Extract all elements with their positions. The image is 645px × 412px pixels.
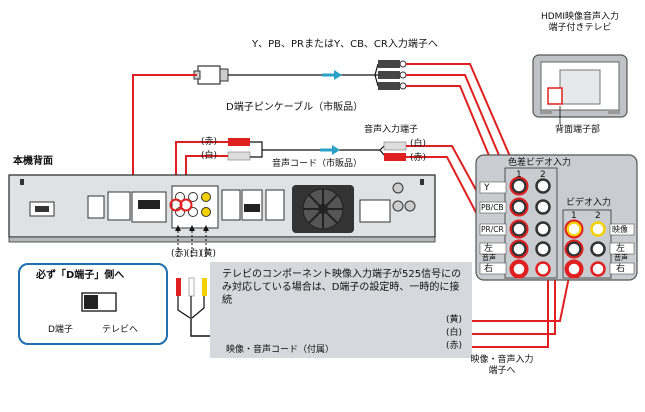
tv-input-panel — [475, 154, 638, 281]
bottom-red-label: (赤) — [446, 341, 463, 351]
d-terminal-target-label: Y、PB、PRまたはY、CB、CR入力端子へ — [252, 39, 438, 50]
video-col1: 1 — [571, 211, 577, 221]
rwy-red-label: (赤) — [171, 249, 188, 259]
rear-terminal-label: 背面端子部 — [555, 125, 601, 135]
bottom-white-label: (白) — [446, 328, 463, 338]
recorder-unit — [8, 174, 436, 243]
unit-rear-title: 本機背面 — [13, 156, 53, 167]
hdmi-tv-label: HDMI映像音声入力端子付きテレビ — [540, 12, 620, 33]
video-row-right: 右 — [616, 264, 626, 274]
audio-input-label: 音声入力端子 — [364, 125, 419, 135]
right-white-label: (白) — [410, 139, 427, 149]
audio-cord-label: 音声コード（市販品） — [272, 159, 363, 169]
row-pr: PR/CR — [481, 225, 504, 234]
av-cord-label: 映像・音声コード（付属） — [226, 345, 335, 355]
video-col2: 2 — [595, 211, 601, 221]
note-box — [210, 262, 472, 358]
video-input-title: ビデオ入力 — [566, 198, 612, 208]
component-col2: 2 — [540, 170, 546, 180]
rwy-yellow-label: (黄) — [200, 249, 217, 259]
d-cable-plug — [193, 65, 229, 85]
tv-icon — [532, 54, 628, 118]
note-text: テレビのコンポーネント映像入力端子が525信号にのみ対応している場合は、D端子の… — [222, 269, 462, 306]
audio-word-right: 音声 — [614, 254, 628, 262]
rwy-white-label: (白) — [186, 249, 203, 259]
row-right: 右 — [484, 264, 494, 274]
row-left: 左 — [484, 244, 494, 254]
video-row-left: 左 — [616, 244, 626, 254]
bottom-yellow-label: (黄) — [446, 315, 463, 325]
audio-word-left: 音声 — [482, 254, 496, 262]
left-white-label: (白) — [201, 151, 218, 161]
av-input-target-label: 映像・音声入力端子へ — [470, 355, 534, 376]
component-input-title: 色差ビデオ入力 — [508, 158, 572, 168]
d-cable-label: D端子ピンケーブル（市販品） — [226, 102, 364, 113]
video-row-video: 映像 — [612, 225, 628, 234]
row-y: Y — [484, 183, 490, 193]
component-col1: 1 — [516, 170, 522, 180]
right-red-label: (赤) — [410, 153, 427, 163]
switch-title: 必ず「D端子」側へ — [36, 270, 125, 281]
switch-callout — [18, 263, 168, 345]
row-pb: PB/CB — [481, 203, 504, 212]
switch-tv-label: テレビへ — [102, 325, 139, 335]
left-red-label: (赤) — [201, 137, 218, 147]
switch-d-label: D端子 — [48, 325, 73, 335]
